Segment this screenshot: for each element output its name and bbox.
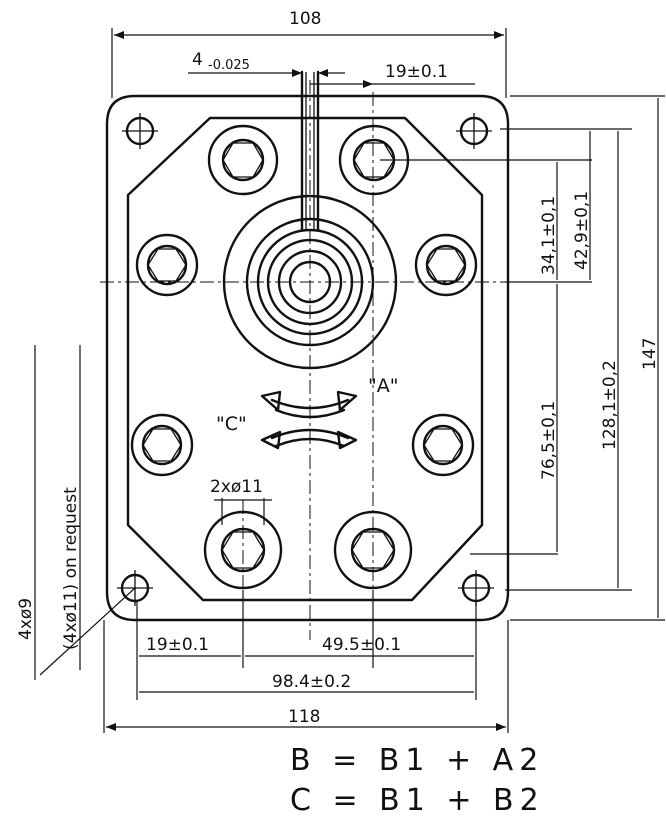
dim-19-bottom-label: 19±0.1 <box>146 635 209 655</box>
dimension-19-top <box>310 80 475 88</box>
dim-76-label: 76,5±0,1 <box>539 401 559 480</box>
dim-98-label: 98.4±0.2 <box>272 672 351 692</box>
bolt-head <box>207 124 279 196</box>
bolt-head <box>130 413 194 477</box>
formula-b: B = B1 + A2 <box>290 743 544 778</box>
formula-c: C = B1 + B2 <box>290 783 545 818</box>
dimension-bottom <box>103 590 509 733</box>
bolt-head <box>414 233 478 297</box>
dim-34-label: 34,1±0,1 <box>539 196 559 275</box>
port-a-label: "A" <box>368 375 398 397</box>
holes-main-label: 4xø9 <box>16 598 36 640</box>
corner-hole <box>456 113 492 149</box>
flange-outline <box>105 94 510 622</box>
dimension-key <box>188 69 345 77</box>
corner-hole <box>122 113 158 149</box>
port-c-label: "C" <box>216 413 247 435</box>
holes-request-label: (4xø11) on request <box>61 487 81 650</box>
dimension-port-holes <box>214 498 272 525</box>
dim-49-label: 49.5±0.1 <box>322 635 401 655</box>
dim-128-label: 128,1±0,2 <box>600 360 620 450</box>
rotation-arrows <box>260 390 358 450</box>
dim-key-tol-label: -0.025 <box>208 58 250 73</box>
dim-19-top-label: 19±0.1 <box>385 62 448 82</box>
pump-body-outline <box>126 116 484 602</box>
dimension-right <box>380 95 665 621</box>
dim-108-label: 108 <box>289 9 321 29</box>
dim-42-label: 42,9±0,1 <box>572 191 592 270</box>
dim-port-holes-label: 2xø11 <box>210 477 263 497</box>
dim-147-label: 147 <box>640 338 660 370</box>
leader-corner-hole <box>34 345 136 680</box>
dimension-108 <box>111 28 507 98</box>
bolt-head <box>135 233 199 297</box>
bolt-head <box>411 413 475 477</box>
dim-key-label: 4 <box>192 50 203 70</box>
dim-118-label: 118 <box>288 707 320 727</box>
